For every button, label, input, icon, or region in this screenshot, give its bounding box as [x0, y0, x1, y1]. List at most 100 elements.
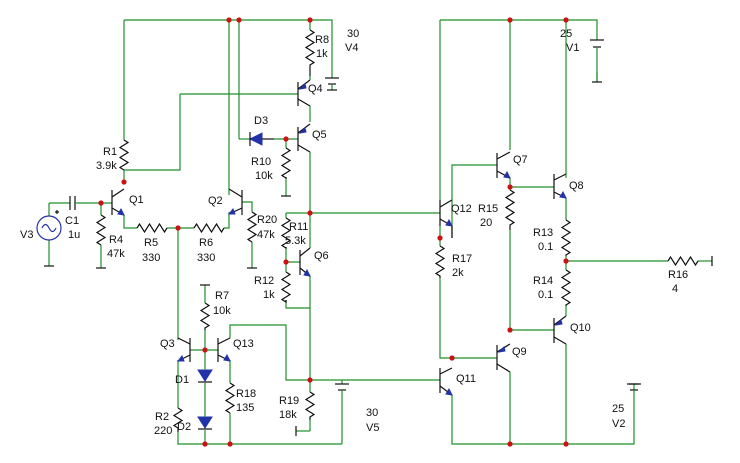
- label-r15: R15: [478, 203, 498, 215]
- label-v1: V1: [566, 42, 579, 54]
- transistor-q1: [111, 188, 125, 216]
- junction-dot: [283, 136, 289, 142]
- resistor-r13: [560, 219, 572, 256]
- label-q10: Q10: [570, 322, 591, 334]
- label-v2: V2: [612, 418, 625, 430]
- label-q11: Q11: [456, 373, 476, 385]
- value-r13: 0.1: [538, 241, 553, 253]
- resistor-r20: [246, 211, 258, 243]
- junctions: [98, 17, 569, 447]
- value-v1: 25: [560, 28, 572, 40]
- value-r14: 0.1: [538, 289, 553, 301]
- junction-dot: [283, 259, 289, 265]
- junction-dot: [507, 441, 513, 447]
- label-r20: R20: [257, 214, 277, 226]
- value-r16: 4: [672, 283, 678, 295]
- label-q2: Q2: [208, 195, 223, 207]
- label-v5: V5: [366, 422, 379, 434]
- label-q4: Q4: [308, 83, 323, 95]
- label-r5: R5: [144, 237, 158, 249]
- resistor-r18: [224, 382, 236, 414]
- value-r12: 1k: [263, 289, 275, 301]
- label-q12: Q12: [451, 203, 472, 215]
- label-r2: R2: [155, 411, 169, 423]
- value-r8: 1k: [316, 48, 328, 60]
- junction-dot: [226, 17, 232, 23]
- resistor-r16: [667, 255, 699, 267]
- wires: [48, 19, 712, 445]
- value-r15: 20: [480, 217, 492, 229]
- label-r7: R7: [215, 290, 229, 302]
- value-r7: 10k: [213, 305, 231, 317]
- junction-dot: [236, 17, 242, 23]
- resistor-r12: [280, 271, 292, 304]
- label-r8: R8: [315, 34, 329, 46]
- resistor-r17: [434, 245, 446, 278]
- resistor-r10: [280, 147, 292, 180]
- transistor-q13: [217, 337, 231, 362]
- label-d1: D1: [175, 374, 189, 386]
- value-r1: 3.9k: [96, 160, 117, 172]
- transistor-q8: [553, 173, 567, 199]
- transistors: [111, 79, 567, 396]
- transistor-q9: [496, 343, 511, 373]
- value-r4: 47k: [107, 248, 125, 260]
- junction-dot: [202, 441, 208, 447]
- transistor-q4: [297, 79, 311, 107]
- junction-dot: [437, 235, 443, 241]
- junction-dot: [307, 17, 313, 23]
- junction-dot: [307, 377, 313, 383]
- transistor-q10: [553, 315, 567, 345]
- label-q1: Q1: [129, 194, 144, 206]
- label-v3: V3: [20, 229, 33, 241]
- junction-dot: [563, 17, 569, 23]
- label-r19: R19: [279, 395, 299, 407]
- diode-d3: [248, 132, 274, 146]
- resistor-r8: [304, 29, 316, 76]
- transistor-q2: [227, 188, 243, 215]
- resistor-r7: [199, 302, 211, 330]
- junction-dot: [563, 441, 569, 447]
- value-v4: 30: [347, 28, 359, 40]
- resistor-r4: [95, 214, 107, 246]
- resistor-r19: [304, 391, 316, 420]
- signal-source-v3: [36, 210, 62, 241]
- resistor-r6: [193, 222, 225, 234]
- diode-d1: [197, 365, 213, 383]
- label-r1: R1: [103, 146, 117, 158]
- diode-d2: [197, 415, 213, 430]
- value-r17: 2k: [452, 267, 464, 279]
- grounds: [44, 81, 713, 436]
- value-r18: 135: [236, 402, 254, 414]
- resistor-r5: [136, 222, 168, 234]
- transistor-q7: [496, 151, 511, 179]
- junction-dot: [175, 225, 181, 231]
- value-v2: 25: [612, 403, 624, 415]
- diodes: [197, 132, 274, 430]
- battery-v1: [590, 39, 604, 82]
- label-r13: R13: [533, 227, 553, 239]
- resistor-r1: [118, 139, 130, 171]
- junction-dot: [563, 258, 569, 264]
- junction-dot: [307, 210, 313, 216]
- label-c1: C1: [65, 215, 79, 227]
- label-q3: Q3: [160, 338, 175, 350]
- label-r4: R4: [109, 234, 123, 246]
- value-r6: 330: [197, 252, 215, 264]
- transistor-q3: [176, 337, 191, 362]
- junction-dot: [507, 184, 513, 190]
- value-r20: 47k: [257, 229, 275, 241]
- label-r12: R12: [254, 275, 274, 287]
- labels: R8 1k 30 V4 Q4 D3 Q5 R10 10k R1 3.9k Q1 …: [20, 28, 688, 437]
- value-c1: 1u: [68, 229, 80, 241]
- label-q13: Q13: [233, 338, 254, 350]
- transistor-q6: [299, 247, 311, 277]
- value-r10: 10k: [255, 170, 273, 182]
- label-r11: R11: [289, 221, 308, 233]
- value-r5: 330: [142, 252, 160, 264]
- label-q7: Q7: [513, 154, 528, 166]
- label-q6: Q6: [314, 250, 329, 262]
- transistor-q5: [297, 123, 311, 153]
- label-q8: Q8: [569, 180, 584, 192]
